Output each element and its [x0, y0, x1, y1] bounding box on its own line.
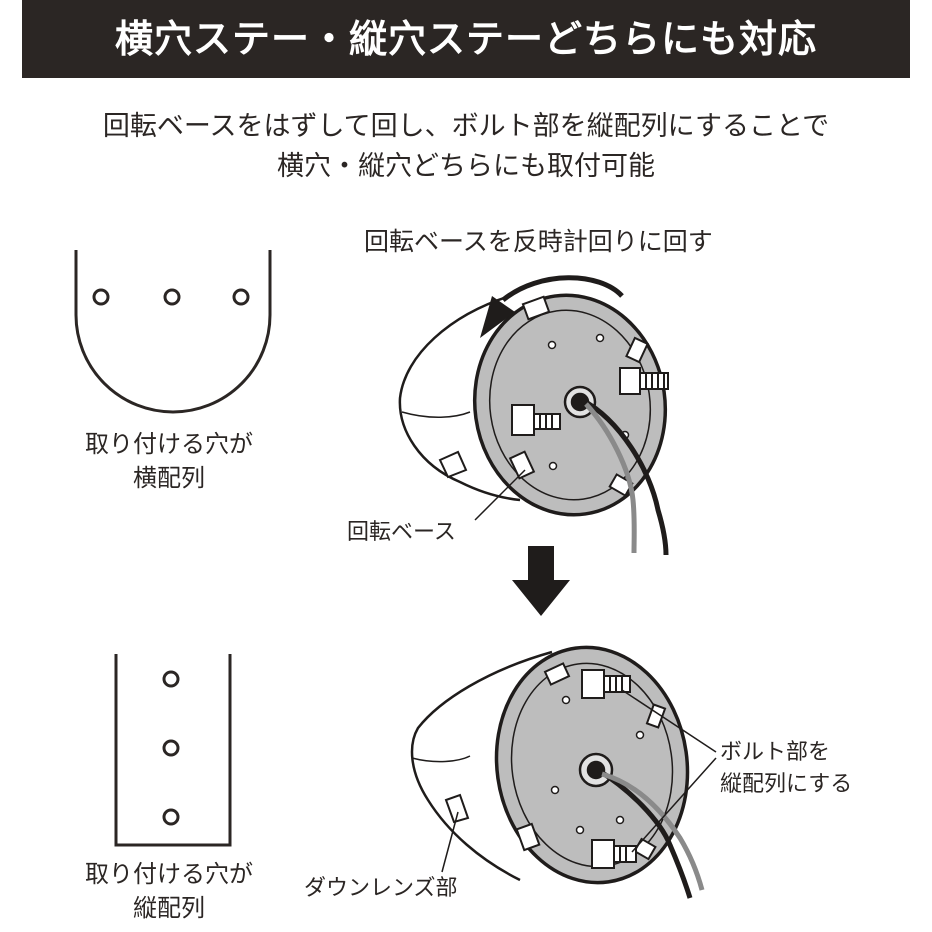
cable — [580, 397, 669, 556]
rotate-instruction-label: 回転ベースを反時計回りに回す — [364, 227, 713, 256]
horizontal-caption-line-2: 横配列 — [133, 464, 205, 492]
bolt — [581, 669, 631, 699]
cable — [584, 402, 637, 554]
vertical-caption-line-2: 縦配列 — [133, 894, 205, 922]
tab — [508, 295, 649, 497]
horizontal-hole-stay — [74, 250, 272, 414]
horizontal-caption-line-1: 取り付ける穴が — [85, 430, 253, 458]
bolt — [619, 367, 669, 395]
screw-hole — [550, 695, 645, 835]
hole — [232, 288, 250, 306]
cable — [596, 767, 693, 899]
bolt-label-line-1: ボルト部を — [720, 740, 831, 765]
hole — [92, 288, 110, 306]
bolt — [511, 404, 561, 436]
page-title: 横穴ステー・縦穴ステーどちらにも対応 — [114, 17, 817, 61]
vertical-caption-line-1: 取り付ける穴が — [85, 860, 253, 888]
bolt-vertical-label: ボルト部を 縦配列にする — [720, 737, 852, 801]
lamp-vertical-illustration — [410, 645, 717, 899]
cable — [601, 771, 705, 891]
rotating-base-label: 回転ベース — [347, 520, 456, 545]
vertical-hole-caption: 取り付ける穴が 縦配列 — [58, 857, 280, 925]
lamp-horizontal-illustration — [398, 293, 669, 556]
bolt — [591, 839, 637, 869]
description-line-1: 回転ベースをはずして回し、ボルト部を縦配列にすることで — [102, 111, 830, 142]
hole — [162, 670, 180, 688]
hole — [163, 288, 181, 306]
screw-hole — [547, 333, 630, 471]
downlens-label: ダウンレンズ部 — [304, 876, 458, 901]
horizontal-hole-caption: 取り付ける穴が 横配列 — [58, 427, 280, 495]
hole — [162, 739, 180, 757]
bolt-label-line-2: 縦配列にする — [720, 772, 853, 797]
counterclockwise-arrow-icon — [480, 275, 624, 338]
header-bar — [22, 0, 910, 78]
hole — [162, 808, 180, 826]
vertical-hole-stay — [114, 654, 232, 847]
down-arrow-icon — [512, 546, 570, 616]
description-line-2: 横穴・縦穴どちらにも取付可能 — [277, 151, 655, 182]
